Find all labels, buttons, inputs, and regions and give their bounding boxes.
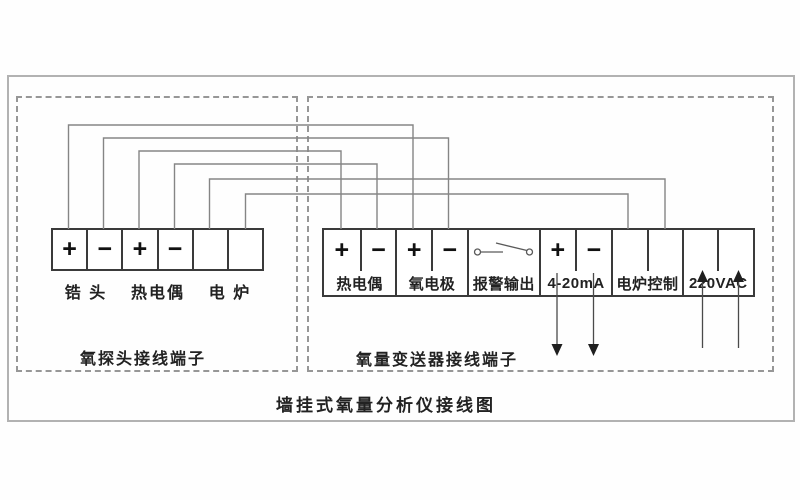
probe-group-label: 电 炉 bbox=[208, 285, 252, 302]
alarm-contact-cell bbox=[466, 230, 539, 271]
transmitter-terminal-cell bbox=[717, 230, 753, 271]
probe-terminal-cell: + bbox=[62, 235, 77, 263]
transmitter-terminal-block: + − + − + − bbox=[322, 228, 755, 273]
transmitter-terminal-cell: + bbox=[395, 230, 431, 271]
diagram-border bbox=[7, 75, 795, 422]
terminal-group-label: 220VAC bbox=[681, 271, 753, 295]
probe-group-label: 热电偶 bbox=[130, 285, 185, 302]
transmitter-terminal-cell: − bbox=[431, 230, 467, 271]
probe-group-label: 锆 头 bbox=[64, 285, 108, 302]
transmitter-terminal-cell: − bbox=[574, 230, 612, 271]
probe-boundary-box bbox=[16, 96, 298, 372]
transmitter-terminal-cell: − bbox=[359, 230, 396, 271]
probe-terminal-cell bbox=[191, 230, 227, 269]
terminal-group-label: 氧电极 bbox=[395, 271, 466, 295]
probe-terminal-cell: − bbox=[156, 230, 192, 269]
transmitter-terminal-cell bbox=[611, 230, 647, 271]
transmitter-label-row: 热电偶 氧电极 报警输出 4-20mA 电炉控制 220VAC bbox=[322, 271, 755, 297]
probe-terminal-cell: + bbox=[121, 230, 156, 269]
diagram-title: 墙挂式氧量分析仪接线图 bbox=[276, 396, 496, 415]
terminal-group-label: 电炉控制 bbox=[611, 271, 681, 295]
terminal-group-label: 热电偶 bbox=[336, 275, 383, 293]
transmitter-terminal-cell: + bbox=[334, 236, 350, 264]
transmitter-terminal-cell: + bbox=[538, 230, 575, 271]
transmitter-block-caption: 氧量变送器接线端子 bbox=[355, 352, 518, 369]
probe-terminal-cell: − bbox=[86, 230, 121, 269]
probe-terminal-block: + − + − bbox=[51, 228, 264, 271]
transmitter-terminal-cell bbox=[646, 230, 682, 271]
terminal-group-label: 报警输出 bbox=[466, 271, 539, 295]
transmitter-boundary-box bbox=[307, 96, 774, 372]
probe-terminal-cell bbox=[226, 230, 262, 269]
transmitter-terminal-cell bbox=[681, 230, 718, 271]
terminal-group-label: 4-20mA bbox=[538, 271, 611, 295]
probe-block-caption: 氧探头接线端子 bbox=[79, 351, 206, 368]
